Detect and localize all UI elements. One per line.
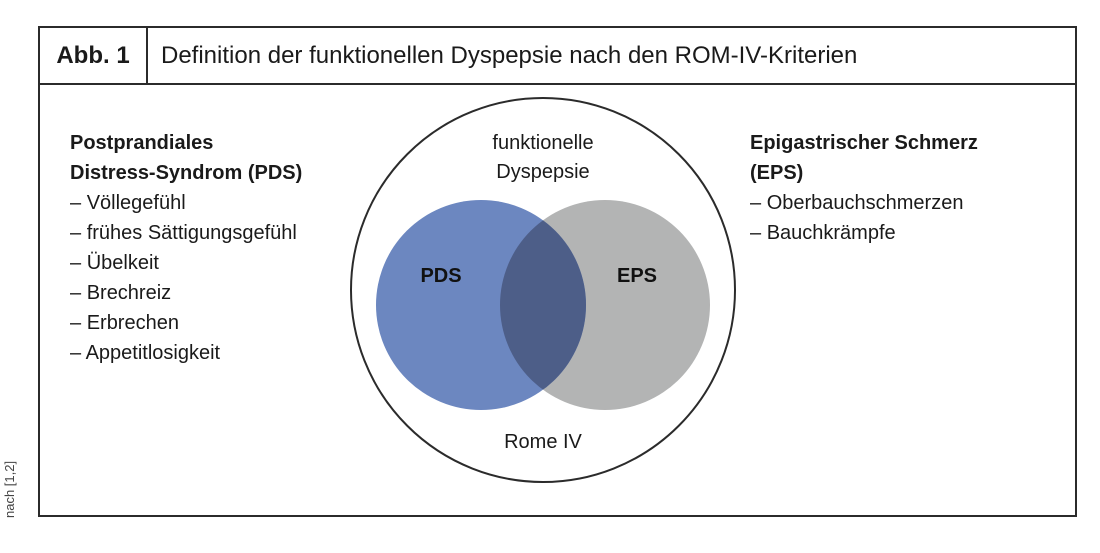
figure-title: Definition der funktionellen Dyspepsie n… (161, 42, 858, 69)
eps-circle-label: EPS (617, 265, 657, 287)
eps-heading-line2: (EPS) (750, 162, 804, 184)
eps-heading-line1: Epigastrischer Schmerz (750, 132, 978, 154)
rome-iv-label: Rome IV (504, 431, 582, 453)
pds-symptom-item: Völlegefühl (70, 188, 302, 218)
pds-heading-line2: Distress-Syndrom (PDS) (70, 162, 303, 184)
pds-circle-label: PDS (420, 265, 461, 287)
pds-panel: Postprandiales Distress-Syndrom (PDS) Vö… (70, 128, 302, 368)
pds-symptom-item: Appetitlosigkeit (70, 338, 302, 368)
source-credit: nach [1,2] (2, 460, 17, 518)
pds-symptom-item: frühes Sättigungsgefühl (70, 218, 302, 248)
figure-frame: Abb. 1 Definition der funktionellen Dysp… (38, 26, 1077, 517)
pds-symptom-item: Übelkeit (70, 248, 302, 278)
pds-symptom-item: Brechreiz (70, 278, 302, 308)
overlap-region (500, 200, 586, 410)
figure-label: Abb. 1 (40, 28, 148, 83)
pds-symptom-item: Erbrechen (70, 308, 302, 338)
pds-symptom-list: Völlegefühl frühes Sättigungsgefühl Übel… (70, 188, 302, 368)
pds-heading-line1: Postprandiales (70, 132, 214, 154)
eps-symptom-list: Oberbauchschmerzen Bauchkrämpfe (750, 188, 978, 248)
figure-header: Abb. 1 Definition der funktionellen Dysp… (40, 28, 1075, 85)
eps-panel: Epigastrischer Schmerz (EPS) Oberbauchsc… (750, 128, 978, 248)
outer-label-line2: Dyspepsie (496, 161, 589, 183)
eps-symptom-item: Bauchkrämpfe (750, 218, 978, 248)
eps-symptom-item: Oberbauchschmerzen (750, 188, 978, 218)
outer-label-line1: funktionelle (492, 132, 593, 154)
